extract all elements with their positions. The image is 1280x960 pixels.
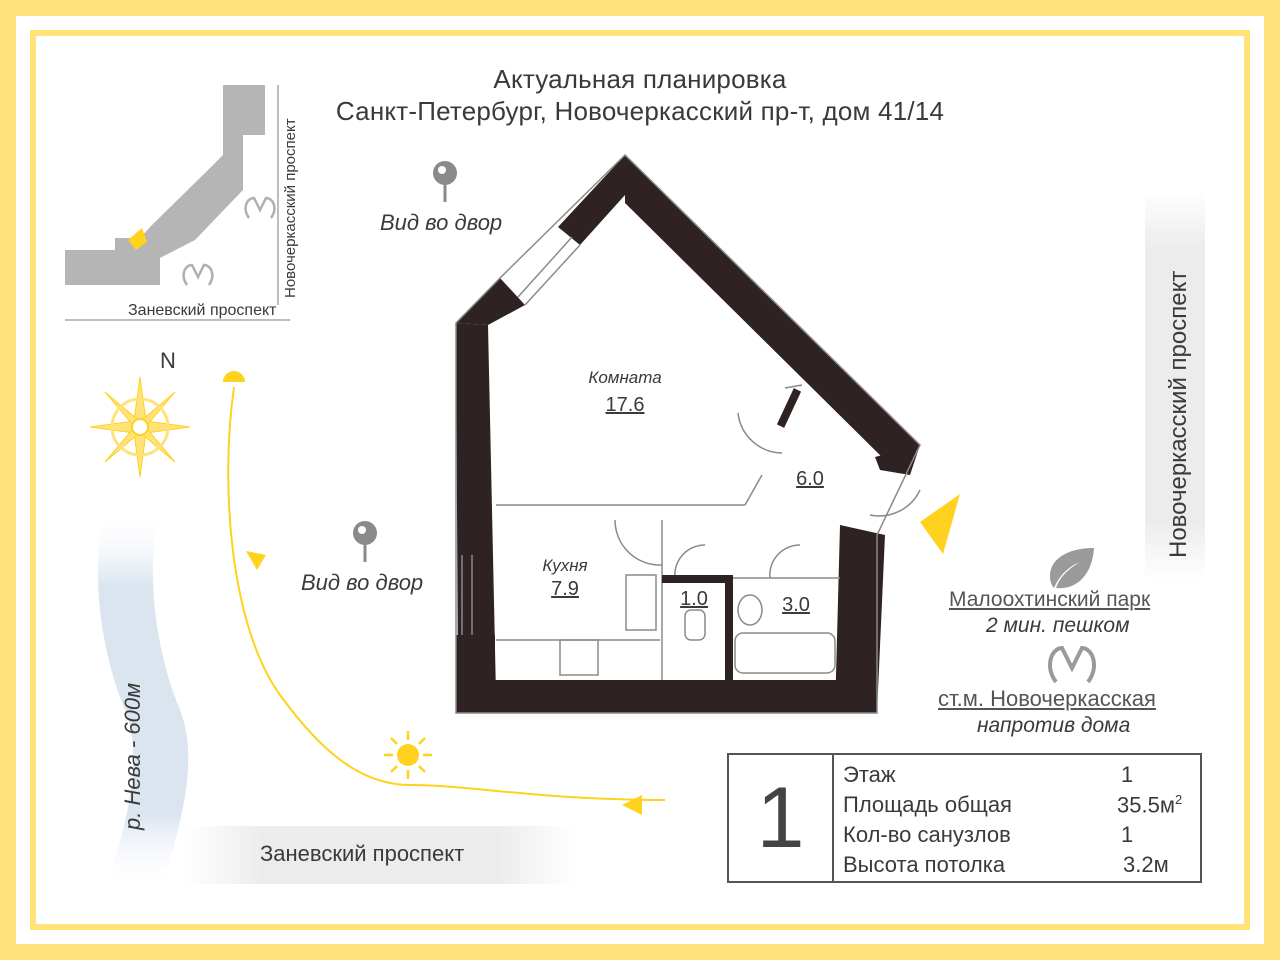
sunset-icon — [223, 371, 245, 382]
sink-icon — [737, 594, 763, 626]
wall-lower-left — [456, 635, 495, 680]
room-area: 7.9 — [551, 578, 579, 600]
counter — [625, 574, 657, 631]
north-label: N — [160, 348, 176, 373]
metro-name: ст.м. Новочеркасская — [938, 686, 1156, 711]
sun-path-diagram — [223, 371, 666, 815]
location-pin-icon — [433, 161, 457, 202]
page-title: Актуальная планировка — [493, 64, 787, 94]
wall-bath-top — [662, 575, 728, 583]
leaf-icon — [1050, 548, 1094, 589]
apartment-highlight — [128, 228, 147, 250]
info-label-bathrooms: Кол-во санузлов — [843, 822, 1011, 847]
metro-icon — [182, 263, 214, 286]
street-label-right: Новочеркасский проспект — [1165, 270, 1192, 558]
apartment-info-table: 1 Этаж 1 Площадь общая 35.5м2 Кол-во сан… — [727, 753, 1202, 883]
building-footprint — [65, 85, 265, 285]
location-minimap — [65, 85, 290, 321]
river-shape — [97, 510, 189, 890]
minimap-street-vertical: Новочеркасский проспект — [282, 118, 299, 298]
window-top — [517, 236, 573, 298]
room-living: Комната 17.6 — [560, 368, 690, 417]
plan-outline — [455, 153, 921, 714]
metro-icon — [244, 196, 276, 219]
park-walk-time: 2 мин. пешком — [986, 614, 1130, 637]
room-kitchen: Кухня 7.9 — [520, 556, 610, 601]
info-value-area-unit-exp: 2 — [1174, 792, 1183, 807]
river-label: р. Нева - 600м — [120, 682, 145, 830]
metro-icon — [1048, 646, 1096, 684]
sun-path-arrow — [622, 795, 642, 815]
park-name: Малоохтинский парк — [949, 588, 1151, 611]
room-bathroom: 3.0 — [766, 594, 826, 617]
stove-icon — [559, 639, 599, 676]
floor-number-big: 1 — [729, 755, 834, 881]
compass-rose-icon — [89, 376, 191, 478]
room-name: Кухня — [542, 556, 588, 575]
sun-path-arrow — [246, 551, 266, 570]
room-area: 17.6 — [605, 394, 645, 416]
wall-stub — [776, 388, 802, 428]
info-value-bathrooms: 1 — [1121, 822, 1134, 847]
view-label-courtyard-top: Вид во двор — [380, 210, 503, 235]
wall-right-bottom — [835, 525, 885, 713]
wall-bath-mid — [725, 575, 733, 680]
room-hall: 6.0 — [780, 468, 840, 491]
view-label-courtyard-left: Вид во двор — [301, 570, 424, 595]
location-pin-icon — [353, 521, 377, 562]
info-value-floor: 1 — [1121, 762, 1134, 787]
wall-partition — [784, 384, 803, 389]
room-toilet: 1.0 — [672, 588, 716, 611]
wall-bottom — [456, 680, 877, 713]
wall-top-left-diag — [558, 155, 625, 245]
sun-icon — [384, 731, 432, 779]
room-area: 3.0 — [782, 594, 810, 616]
window-top — [524, 244, 581, 306]
info-label-ceiling: Высота потолка — [843, 852, 1006, 877]
sun-path-arc — [227, 386, 666, 801]
street-label-bottom: Заневский проспект — [260, 841, 465, 866]
street-band-bottom — [185, 826, 575, 884]
info-label-floor: Этаж — [843, 762, 896, 787]
wall-upper-left — [456, 278, 525, 325]
door-swing — [737, 412, 783, 454]
metro-note: напротив дома — [977, 714, 1131, 737]
info-value-area-number: 35.5м — [1117, 792, 1175, 818]
minimap-street-horizontal: Заневский проспект — [128, 302, 277, 319]
floor-plan — [455, 153, 921, 714]
wall-top-right-diag — [625, 155, 920, 465]
street-band-right — [1145, 190, 1205, 580]
wall-kitchen-room — [744, 474, 763, 506]
room-area: 1.0 — [680, 588, 708, 610]
door-swing-entrance — [869, 489, 921, 517]
door-swing — [769, 544, 801, 579]
page-subtitle-address: Санкт-Петербург, Новочеркасский пр-т, до… — [335, 96, 945, 126]
bathtub-icon — [734, 632, 836, 674]
room-name: Комната — [588, 368, 662, 387]
door-swing — [674, 544, 706, 579]
info-value-ceiling: 3.2м — [1123, 852, 1169, 877]
door-swing — [614, 519, 663, 566]
entrance-arrow-icon — [920, 494, 960, 554]
room-area: 6.0 — [796, 468, 824, 490]
toilet-icon — [684, 609, 706, 641]
info-value-area: 35.5м2 — [1117, 792, 1182, 818]
wall-left — [456, 323, 496, 695]
info-label-area: Площадь общая — [843, 792, 1012, 817]
